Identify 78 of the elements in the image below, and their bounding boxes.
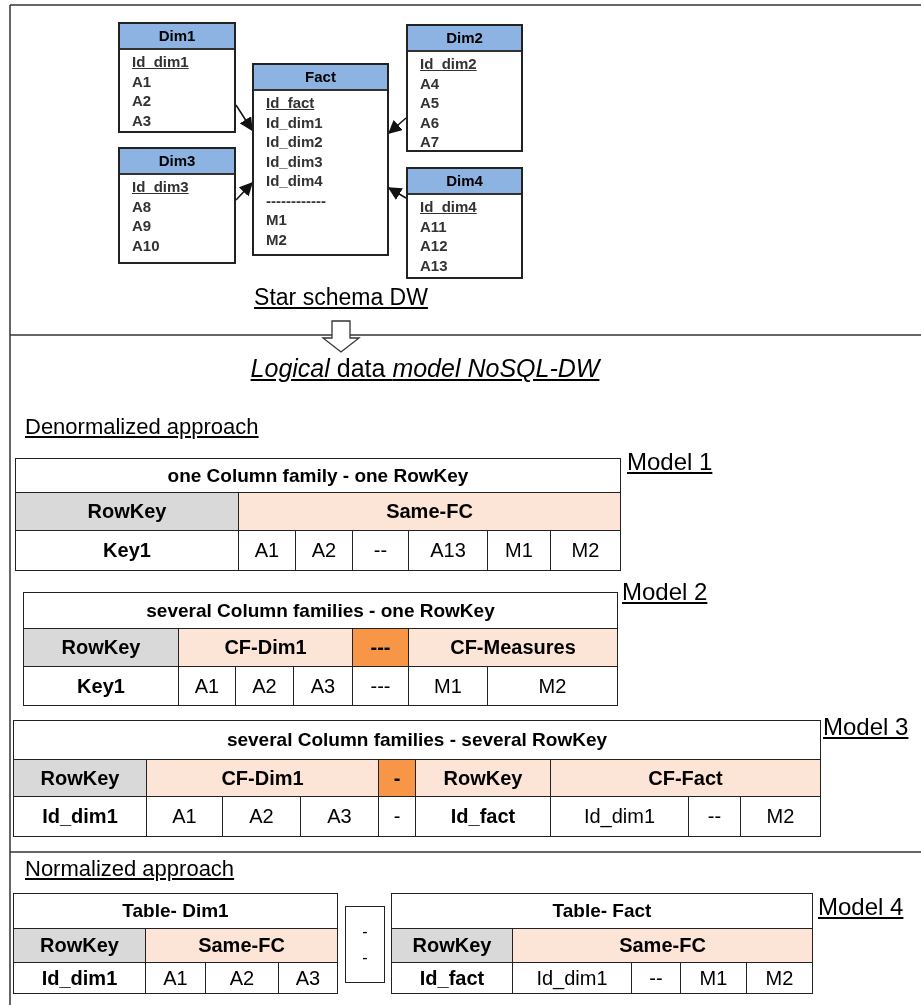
primary-key: Id_dim4 (408, 197, 477, 217)
primary-key: Id_dim1 (120, 52, 189, 72)
entity-table (406, 167, 523, 279)
table-title: several Column families - one RowKey (23, 592, 618, 629)
heading-text: Star schema DW (230, 284, 452, 311)
entity-header: Dim1 (120, 24, 234, 50)
entity-table (252, 63, 389, 256)
header-cell: RowKey (15, 492, 239, 531)
attribute-text: A9 (131, 216, 152, 236)
entity-table (118, 22, 236, 133)
table-title: Table- Dim1 (13, 893, 338, 929)
attribute-text: A1 (131, 71, 152, 91)
table-title: Table- Fact (391, 893, 813, 929)
arrow (235, 104, 253, 132)
header-cell: --- (352, 628, 409, 667)
model-label: Model 2 (622, 578, 708, 606)
table-title: several Column families - several RowKey (13, 720, 821, 760)
model-label: Model 3 (823, 713, 909, 741)
attribute-text: A7 (419, 132, 440, 152)
header-cell: CF-Dim1 (146, 759, 379, 797)
attribute-text: A12 (419, 236, 448, 256)
attribute-text: A2 (131, 91, 152, 111)
attribute-text: A13 (419, 255, 448, 275)
attribute-text: A10 (131, 235, 160, 255)
key-cell: Id_dim1 (13, 962, 146, 994)
header-cell: Same-FC (512, 928, 813, 963)
attribute-text: Id_dim1 (265, 112, 323, 132)
table-cell: M2 (740, 796, 821, 837)
primary-key: Id_fact (254, 93, 315, 113)
table-cell: M2 (550, 530, 621, 571)
header-cell: RowKey (391, 928, 513, 963)
table-title: one Column family - one RowKey (15, 458, 621, 493)
attribute-text: A4 (419, 73, 440, 93)
model-label: Model 1 (627, 448, 713, 476)
header-cell: Same-FC (238, 492, 621, 531)
entity-table (118, 147, 236, 264)
entity-header: Dim3 (120, 149, 234, 175)
key-cell: Key1 (23, 666, 179, 706)
header-cell: CF-Fact (550, 759, 821, 797)
arrow (388, 117, 407, 134)
key-cell: Key1 (15, 530, 239, 571)
key-cell: Id_fact (391, 962, 513, 994)
table-cell: A3 (278, 962, 338, 994)
primary-key: Id_dim2 (408, 54, 477, 74)
key-cell: Id_dim1 (13, 796, 147, 837)
attribute-text: M1 (265, 210, 287, 230)
section-heading: Denormalized approach (25, 414, 259, 440)
header-cell: RowKey (23, 628, 179, 667)
block-arrow (321, 320, 361, 353)
header-cell: CF-Measures (408, 628, 618, 667)
entity-header: Dim4 (408, 169, 521, 195)
header-cell: RowKey (13, 928, 146, 963)
primary-key: Id_dim3 (120, 177, 189, 197)
table-cell: M2 (746, 962, 813, 994)
attribute-text: A8 (131, 196, 152, 216)
attribute-text: Id_dim3 (265, 151, 323, 171)
heading-text: Logical data model NoSQL-DW (210, 354, 640, 383)
entity-header: Fact (254, 65, 387, 91)
arrow (235, 182, 253, 201)
attribute-text: A11 (419, 216, 447, 236)
attribute-text: ------------ (265, 190, 326, 210)
attribute-text: A6 (419, 112, 440, 132)
entity-header: Dim2 (408, 26, 521, 52)
attribute-text: Id_dim2 (265, 132, 323, 152)
attribute-text: Id_dim4 (265, 171, 323, 191)
section-heading: Normalized approach (25, 856, 235, 882)
header-cell: CF-Dim1 (178, 628, 353, 667)
attribute-text: A5 (419, 93, 440, 113)
entity-table (406, 24, 523, 152)
attribute-text: M2 (265, 229, 287, 249)
header-cell: Same-FC (145, 928, 338, 963)
attribute-text: A3 (131, 110, 152, 130)
header-cell: RowKey (13, 759, 147, 797)
header-cell: RowKey (415, 759, 551, 797)
separator-box: - - (345, 906, 385, 983)
header-cell: - (378, 759, 416, 797)
table-cell: M2 (487, 666, 618, 706)
model-label: Model 4 (818, 893, 904, 921)
